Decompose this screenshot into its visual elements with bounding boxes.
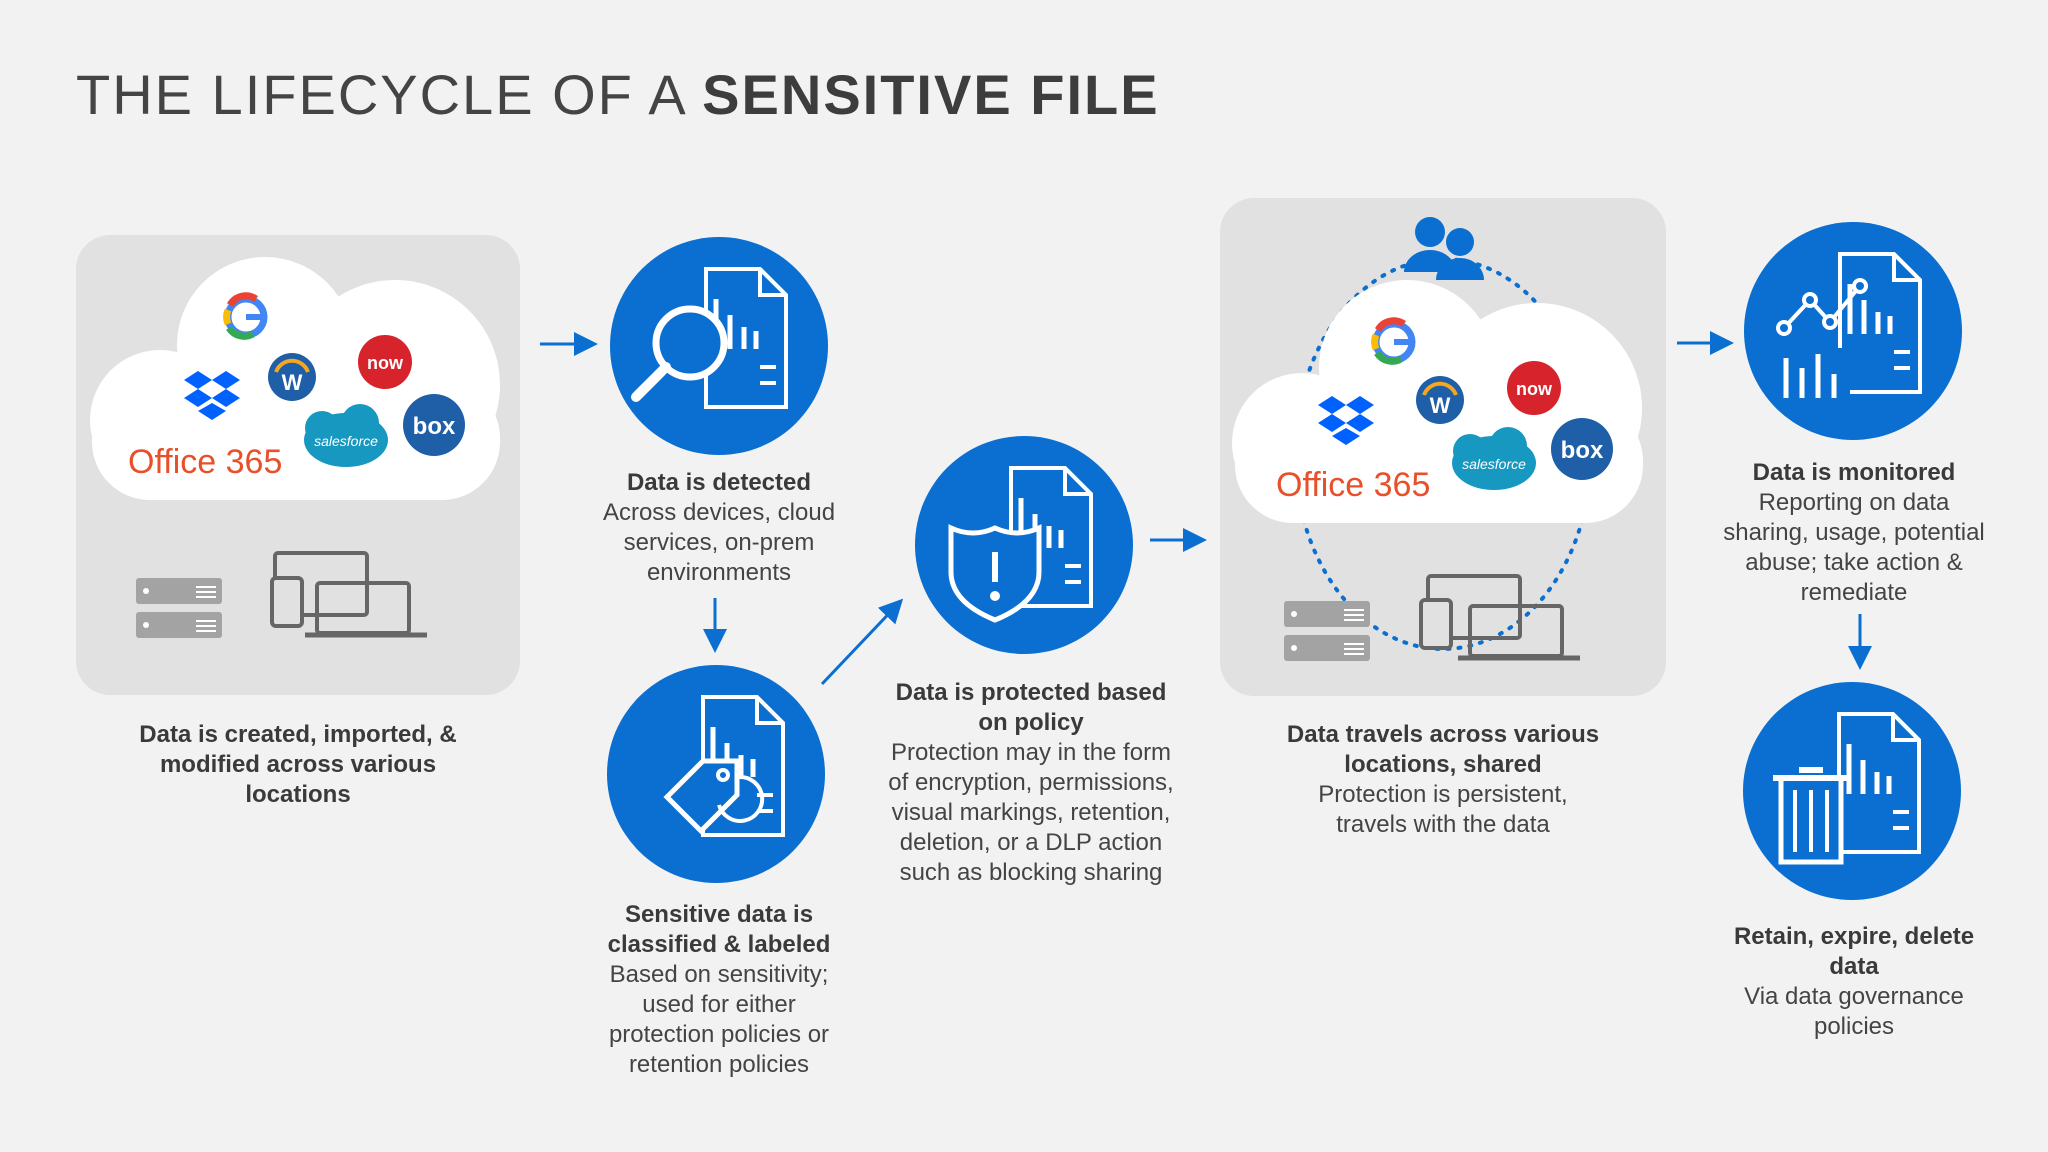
retain-heading: Retain, expire, delete data [1733, 923, 1975, 980]
classified-circle [607, 665, 825, 883]
retain-caption: Retain, expire, delete data Via data gov… [1723, 922, 1985, 1042]
detected-circle [610, 237, 828, 455]
title-bold: SENSITIVE FILE [702, 63, 1160, 126]
travels-heading: Data travels across various locations, s… [1286, 721, 1600, 778]
monitored-caption: Data is monitored Reporting on data shar… [1723, 458, 1985, 608]
classified-description: Based on sensitivity; used for either pr… [608, 961, 830, 1078]
trash-document-icon [1773, 712, 1921, 865]
detected-heading: Data is detected [626, 469, 812, 496]
arrow-icon [820, 598, 904, 686]
retain-description: Via data governance policies [1744, 983, 1964, 1040]
monitored-description: Reporting on data sharing, usage, potent… [1723, 489, 1985, 606]
protected-description: Protection may in the form of encryption… [888, 739, 1174, 886]
created-caption: Data is created, imported, & modified ac… [123, 720, 473, 810]
travels-description: Protection is persistent, travels with t… [1318, 781, 1568, 838]
protected-circle [915, 436, 1133, 654]
created-panel [76, 235, 520, 695]
travels-caption: Data travels across various locations, s… [1282, 720, 1604, 840]
page-title: THE LIFECYCLE OF A SENSITIVE FILE [76, 62, 1160, 127]
retain-circle [1743, 682, 1961, 900]
created-heading: Data is created, imported, & modified ac… [139, 721, 457, 808]
detected-description: Across devices, cloud services, on-prem … [602, 499, 836, 586]
document-search-icon [631, 267, 788, 409]
document-chart-icon [1776, 252, 1922, 398]
detected-caption: Data is detected Across devices, cloud s… [588, 468, 850, 588]
classified-caption: Sensitive data is classified & labeled B… [588, 900, 850, 1080]
classified-heading: Sensitive data is classified & labeled [607, 901, 831, 958]
document-tag-icon [663, 695, 785, 837]
monitored-circle [1744, 222, 1962, 440]
title-light: THE LIFECYCLE OF A [76, 63, 703, 126]
protected-caption: Data is protected based on policy Protec… [888, 678, 1174, 888]
monitored-heading: Data is monitored [1752, 459, 1956, 486]
document-shield-icon [948, 466, 1093, 623]
travels-panel [1220, 198, 1666, 696]
protected-heading: Data is protected based on policy [895, 679, 1167, 736]
